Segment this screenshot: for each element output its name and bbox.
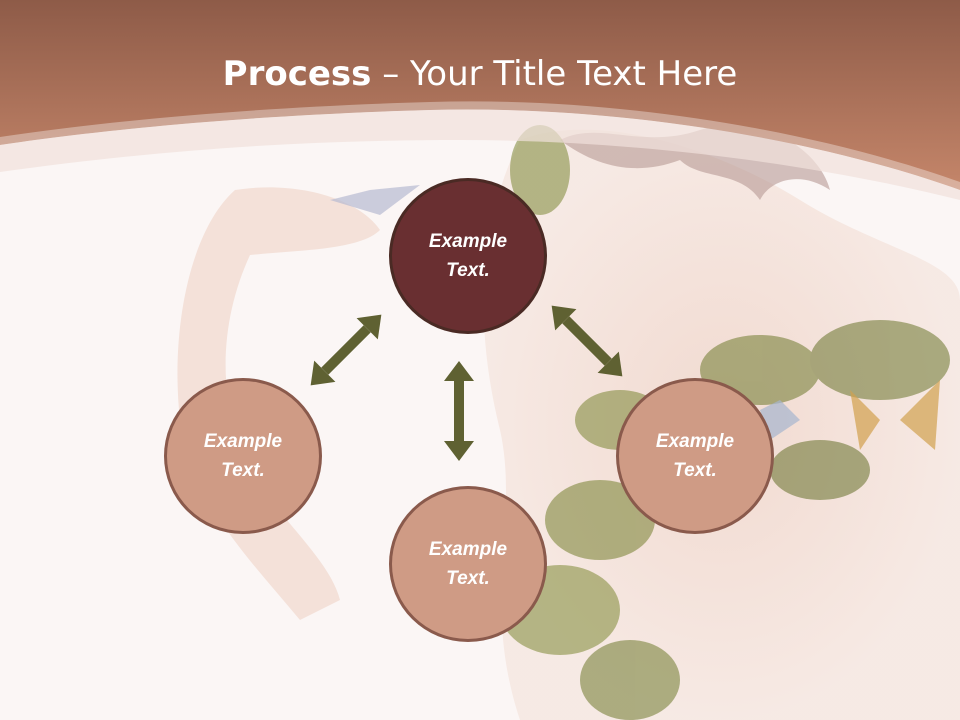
title-dash: – (371, 54, 411, 94)
node-left-line1: Example (203, 431, 283, 452)
node-right-line2: Text. (673, 460, 717, 481)
title-bold: Process (222, 54, 372, 94)
arrow-top-to-right (551, 305, 623, 377)
node-bottom: Example Text. (389, 486, 547, 642)
node-right: Example Text. (616, 378, 774, 534)
node-bottom-line1: Example (428, 539, 508, 560)
butterfly-decoration (330, 185, 940, 450)
node-top: Example Text. (389, 178, 547, 334)
arrow-top-to-left (310, 314, 382, 386)
node-top-line2: Text. (446, 260, 490, 281)
node-bottom-line2: Text. (446, 568, 490, 589)
header-wave (0, 109, 960, 200)
slide-title: Process – Your Title Text Here (0, 52, 960, 96)
node-left-line2: Text. (221, 460, 265, 481)
node-right-line1: Example (655, 431, 735, 452)
arrow-top-to-bottom (444, 361, 474, 461)
node-top-line1: Example (428, 231, 508, 252)
header-band (0, 0, 960, 190)
header-highlight (0, 101, 960, 190)
node-left: Example Text. (164, 378, 322, 534)
title-rest: Your Title Text Here (410, 54, 738, 94)
